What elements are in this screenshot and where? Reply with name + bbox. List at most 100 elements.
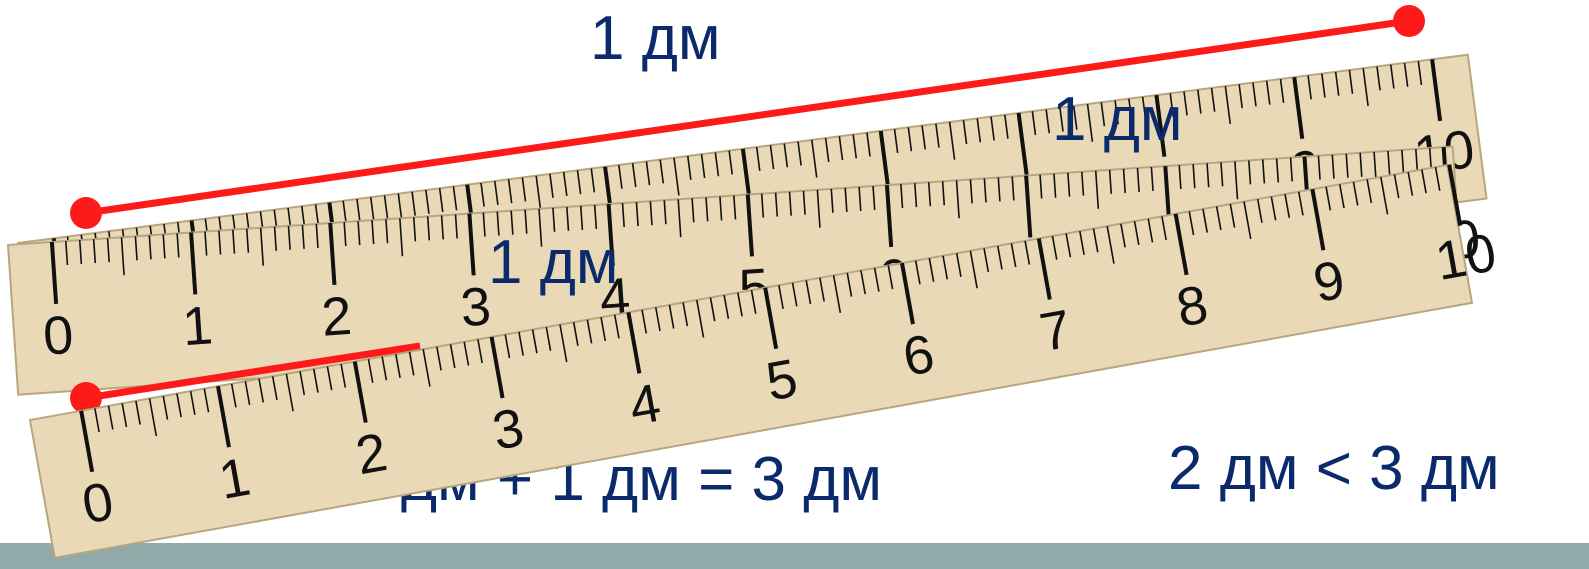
minor-tick (733, 195, 737, 220)
ruler-number: 2 (320, 286, 354, 348)
minor-tick (1243, 201, 1252, 240)
minor-tick (273, 226, 278, 251)
minor-tick (927, 182, 932, 207)
minor-tick (436, 346, 442, 371)
minor-tick (1387, 150, 1391, 175)
minor-tick (463, 341, 470, 366)
minor-tick (287, 225, 291, 250)
minor-tick (1206, 163, 1210, 188)
minor-tick (948, 121, 956, 160)
minor-tick (677, 199, 682, 238)
minor-tick (381, 356, 388, 381)
minor-tick (449, 344, 456, 369)
minor-tick (976, 118, 982, 143)
minor-tick (1334, 71, 1340, 96)
major-tick (606, 203, 615, 267)
minor-tick (816, 189, 821, 228)
minor-tick (148, 398, 158, 437)
top-length-label: 1 дм (590, 4, 721, 73)
minor-tick (788, 191, 792, 216)
minor-tick (1210, 87, 1216, 112)
minor-tick (900, 184, 904, 209)
minor-tick (1183, 91, 1188, 116)
major-tick (1292, 76, 1305, 139)
minor-tick (705, 197, 709, 222)
minor-tick (1338, 184, 1345, 209)
middle-right-length-label: 1 дм (1052, 85, 1183, 154)
major-tick (1024, 175, 1033, 238)
minor-tick (838, 136, 844, 161)
minor-tick (1284, 194, 1291, 218)
major-tick (763, 287, 779, 350)
minor-tick (1136, 167, 1140, 192)
minor-tick (1053, 173, 1057, 198)
minor-tick (1270, 196, 1277, 221)
minor-tick (494, 180, 499, 205)
comparison-label: 2 дм < 3 дм (1168, 434, 1500, 503)
minor-tick (1031, 111, 1037, 136)
minor-tick (1081, 171, 1085, 196)
minor-tick (134, 236, 138, 261)
minor-tick (873, 267, 880, 292)
minor-tick (1122, 168, 1126, 193)
minor-tick (914, 260, 921, 285)
minor-tick (691, 198, 695, 223)
minor-tick (480, 182, 485, 207)
minor-tick (1325, 186, 1332, 211)
minor-tick (1004, 114, 1009, 139)
minor-tick (176, 393, 182, 418)
minor-tick (552, 207, 556, 232)
minor-tick (1415, 148, 1419, 174)
segment-line (85, 342, 421, 402)
major-tick (1430, 59, 1443, 122)
minor-tick (1133, 221, 1140, 246)
minor-tick (371, 220, 375, 245)
minor-tick (524, 209, 528, 234)
ruler-number: 1 (180, 295, 214, 357)
minor-tick (510, 210, 514, 235)
minor-tick (106, 238, 110, 263)
minor-tick (846, 272, 853, 297)
minor-tick (941, 181, 946, 206)
minor-tick (1297, 191, 1304, 216)
minor-tick (244, 381, 251, 406)
minor-tick (92, 239, 97, 264)
minor-tick (618, 164, 623, 189)
ruler-number: 3 (459, 276, 493, 338)
minor-tick (997, 177, 1001, 202)
major-tick (49, 241, 59, 304)
minor-tick (1421, 169, 1427, 194)
minor-tick (797, 141, 802, 166)
minor-tick (538, 208, 543, 247)
minor-tick (1141, 96, 1147, 121)
minor-tick (78, 240, 83, 265)
major-tick (189, 232, 198, 295)
minor-tick (259, 227, 265, 266)
minor-tick (714, 152, 720, 177)
minor-tick (1376, 66, 1381, 91)
minor-tick (1307, 75, 1312, 100)
minor-tick (750, 290, 757, 314)
minor-tick (1086, 103, 1094, 142)
minor-tick (778, 285, 784, 310)
minor-tick (579, 205, 584, 230)
minor-tick (1051, 235, 1058, 260)
minor-tick (983, 178, 987, 203)
minor-tick (1079, 230, 1085, 255)
minor-tick (819, 277, 825, 302)
major-tick (1447, 164, 1463, 227)
minor-tick (613, 314, 620, 339)
minor-tick (659, 159, 665, 184)
minor-tick (728, 150, 734, 175)
minor-tick (94, 408, 100, 433)
minor-tick (148, 235, 152, 260)
major-tick (489, 336, 505, 399)
minor-tick (367, 358, 374, 383)
minor-tick (395, 354, 401, 378)
minor-tick (412, 217, 417, 242)
minor-tick (218, 230, 222, 255)
minor-tick (518, 331, 524, 356)
minor-tick (1024, 240, 1031, 265)
minor-tick (921, 125, 926, 150)
minor-tick (663, 200, 667, 225)
